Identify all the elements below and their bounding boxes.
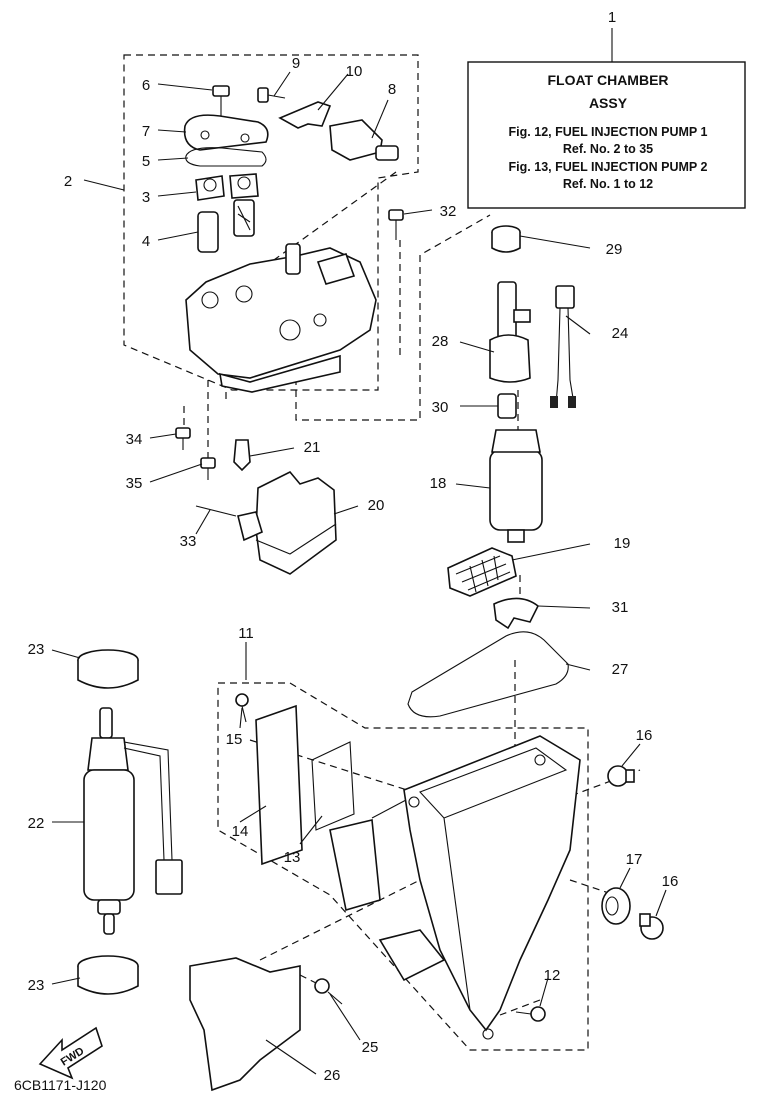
callout-11: 11	[238, 625, 254, 642]
callout-32: 32	[440, 203, 457, 220]
callout-25: 25	[362, 1039, 379, 1056]
callout-16a: 16	[636, 727, 653, 744]
damper-30-icon	[497, 393, 517, 419]
cover-7-icon	[183, 114, 269, 151]
float-chamber-body-icon	[185, 243, 377, 393]
plate-14-icon	[255, 704, 303, 866]
ring-23a-icon	[77, 649, 139, 689]
callout-15: 15	[226, 731, 243, 748]
grommet-17-icon	[601, 887, 631, 925]
callout-21: 21	[304, 439, 321, 456]
screw-25-icon	[314, 978, 343, 1005]
callout-18: 18	[430, 475, 447, 492]
float-4-icon	[197, 199, 255, 253]
callout-9: 9	[292, 55, 300, 72]
pin-33-icon	[195, 505, 237, 517]
callout-31: 31	[612, 599, 629, 616]
callout-27: 27	[612, 661, 629, 678]
info-box: FLOAT CHAMBER ASSY Fig. 12, FUEL INJECTI…	[467, 28, 746, 209]
sensor-8-icon	[329, 119, 399, 161]
callout-6: 6	[142, 77, 150, 94]
plug-16b-icon	[639, 913, 664, 940]
fuel-pump-22-icon	[83, 707, 183, 935]
callout-22: 22	[28, 815, 45, 832]
fwd-arrow-icon: FWD	[38, 1026, 103, 1080]
bracket-26-icon	[189, 957, 301, 1092]
gasket-5-icon	[185, 147, 267, 167]
fuel-pump-18-icon	[489, 429, 543, 543]
ring-23b-icon	[77, 955, 139, 995]
callout-5: 5	[142, 153, 150, 170]
clip-31-icon	[493, 597, 540, 630]
gasket-13-icon	[311, 741, 355, 831]
callout-19: 19	[614, 535, 631, 552]
screw-15-icon	[235, 693, 249, 723]
diagram-code: 6CB1171-J120	[14, 1077, 107, 1093]
callout-14: 14	[232, 823, 249, 840]
screw-34-icon	[175, 427, 191, 450]
callout-26: 26	[324, 1067, 341, 1084]
info-box-title: FLOAT CHAMBER	[547, 72, 668, 88]
clamp-3-icon	[195, 173, 259, 201]
callout-30: 30	[432, 399, 449, 416]
callout-23a: 23	[28, 641, 45, 658]
callout-24: 24	[612, 325, 629, 342]
holder-28-icon	[489, 281, 531, 383]
grommet-29-icon	[491, 225, 521, 253]
callout-2: 2	[64, 173, 72, 190]
gasket-27-icon	[407, 631, 569, 718]
part-shapes	[77, 85, 664, 1092]
callout-10: 10	[346, 63, 363, 80]
info-box-line-1: Fig. 12, FUEL INJECTION PUMP 1	[509, 125, 708, 139]
callout-13: 13	[284, 849, 301, 866]
callout-33: 33	[180, 533, 197, 550]
float-20-icon	[237, 471, 337, 575]
callout-8: 8	[388, 81, 396, 98]
screw-32-icon	[388, 209, 404, 240]
callout-16b: 16	[662, 873, 679, 890]
info-box-line-4: Ref. No. 1 to 12	[563, 177, 653, 191]
callout-34: 34	[126, 431, 143, 448]
callout-23b: 23	[28, 977, 45, 994]
callout-28: 28	[432, 333, 449, 350]
filter-19-icon	[447, 547, 517, 597]
screw-35-icon	[200, 457, 216, 480]
callout-3: 3	[142, 189, 150, 206]
info-box-line-2: Ref. No. 2 to 35	[563, 142, 653, 156]
jet-21-icon	[233, 439, 251, 472]
callout-17: 17	[626, 851, 643, 868]
screw-12-icon	[515, 1006, 546, 1022]
plug-16a-icon	[607, 765, 635, 787]
callout-1: 1	[608, 9, 616, 26]
callout-35: 35	[126, 475, 143, 492]
leader-lines	[51, 71, 667, 1075]
callout-4: 4	[142, 233, 150, 250]
callout-12: 12	[544, 967, 561, 984]
wire-lead-24-icon	[550, 285, 576, 408]
screw-9-icon	[257, 87, 286, 103]
callout-7: 7	[142, 123, 150, 140]
callout-numbers: 1 2 3 4 5 6 7 8 9 10 11 12 13 14 15 16 1…	[28, 9, 679, 1084]
info-box-line-3: Fig. 13, FUEL INJECTION PUMP 2	[509, 160, 708, 174]
callout-20: 20	[368, 497, 385, 514]
float-chamber-housing-icon	[329, 735, 581, 1040]
callout-29: 29	[606, 241, 623, 258]
bracket-10-icon	[278, 101, 332, 129]
info-box-subtitle: ASSY	[589, 95, 628, 111]
